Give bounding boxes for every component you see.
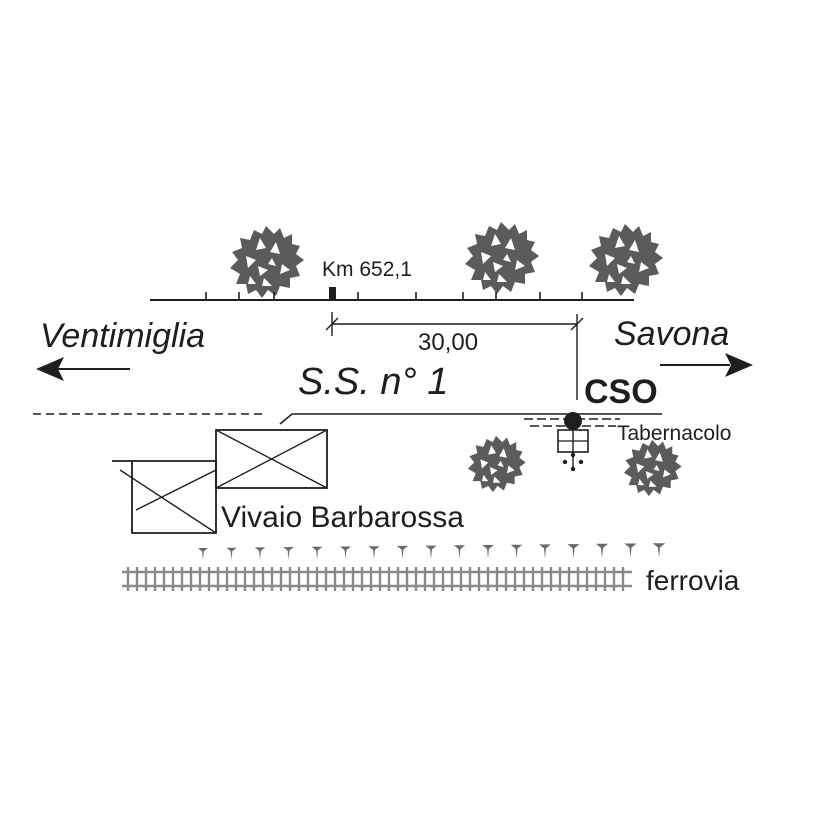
spike-icon	[624, 543, 637, 558]
spike-icon	[368, 546, 380, 560]
spike-icon	[539, 544, 551, 559]
tree-icon	[623, 439, 682, 497]
spike-icon	[453, 545, 466, 559]
spike-icon	[396, 545, 409, 559]
building-icon	[215, 429, 328, 489]
spike-icon	[283, 547, 294, 560]
distance-label: 30,00	[418, 329, 478, 356]
spike-icon	[197, 548, 209, 560]
spike-icon	[425, 545, 437, 559]
spike-icon	[226, 547, 237, 560]
embankment-spikes	[197, 543, 666, 560]
arrow-right-icon	[660, 353, 753, 377]
road-edge	[33, 413, 662, 425]
spike-icon	[254, 547, 266, 560]
spike-icon	[340, 546, 351, 560]
tree-icon	[465, 222, 539, 294]
km-marker-label: Km 652,1	[322, 258, 412, 281]
ferrovia-label: ferrovia	[646, 565, 740, 596]
city-left-label: Ventimiglia	[40, 317, 205, 355]
spike-icon	[482, 545, 494, 559]
tree-icon	[589, 224, 663, 296]
tabernacolo-label: Tabernacolo	[617, 422, 731, 445]
km-marker-icon	[329, 287, 336, 301]
railway-icon	[122, 567, 632, 591]
kilometric-baseline	[150, 287, 634, 301]
tabernacle-icon	[557, 424, 589, 472]
road-label: S.S. n° 1	[298, 361, 448, 403]
tree-icon	[467, 435, 526, 493]
vivaio-label: Vivaio Barbarossa	[221, 501, 464, 534]
arrow-left-icon	[36, 357, 130, 381]
city-right-label: Savona	[614, 315, 729, 353]
spike-icon	[311, 546, 323, 560]
spike-icon	[567, 544, 580, 559]
spike-icon	[595, 543, 609, 559]
spike-icon	[652, 543, 666, 558]
cso-label: CSO	[584, 373, 658, 411]
spike-icon	[510, 544, 523, 559]
building-icon	[112, 460, 217, 534]
tree-icon	[230, 226, 304, 298]
distance-dimension	[325, 312, 584, 400]
